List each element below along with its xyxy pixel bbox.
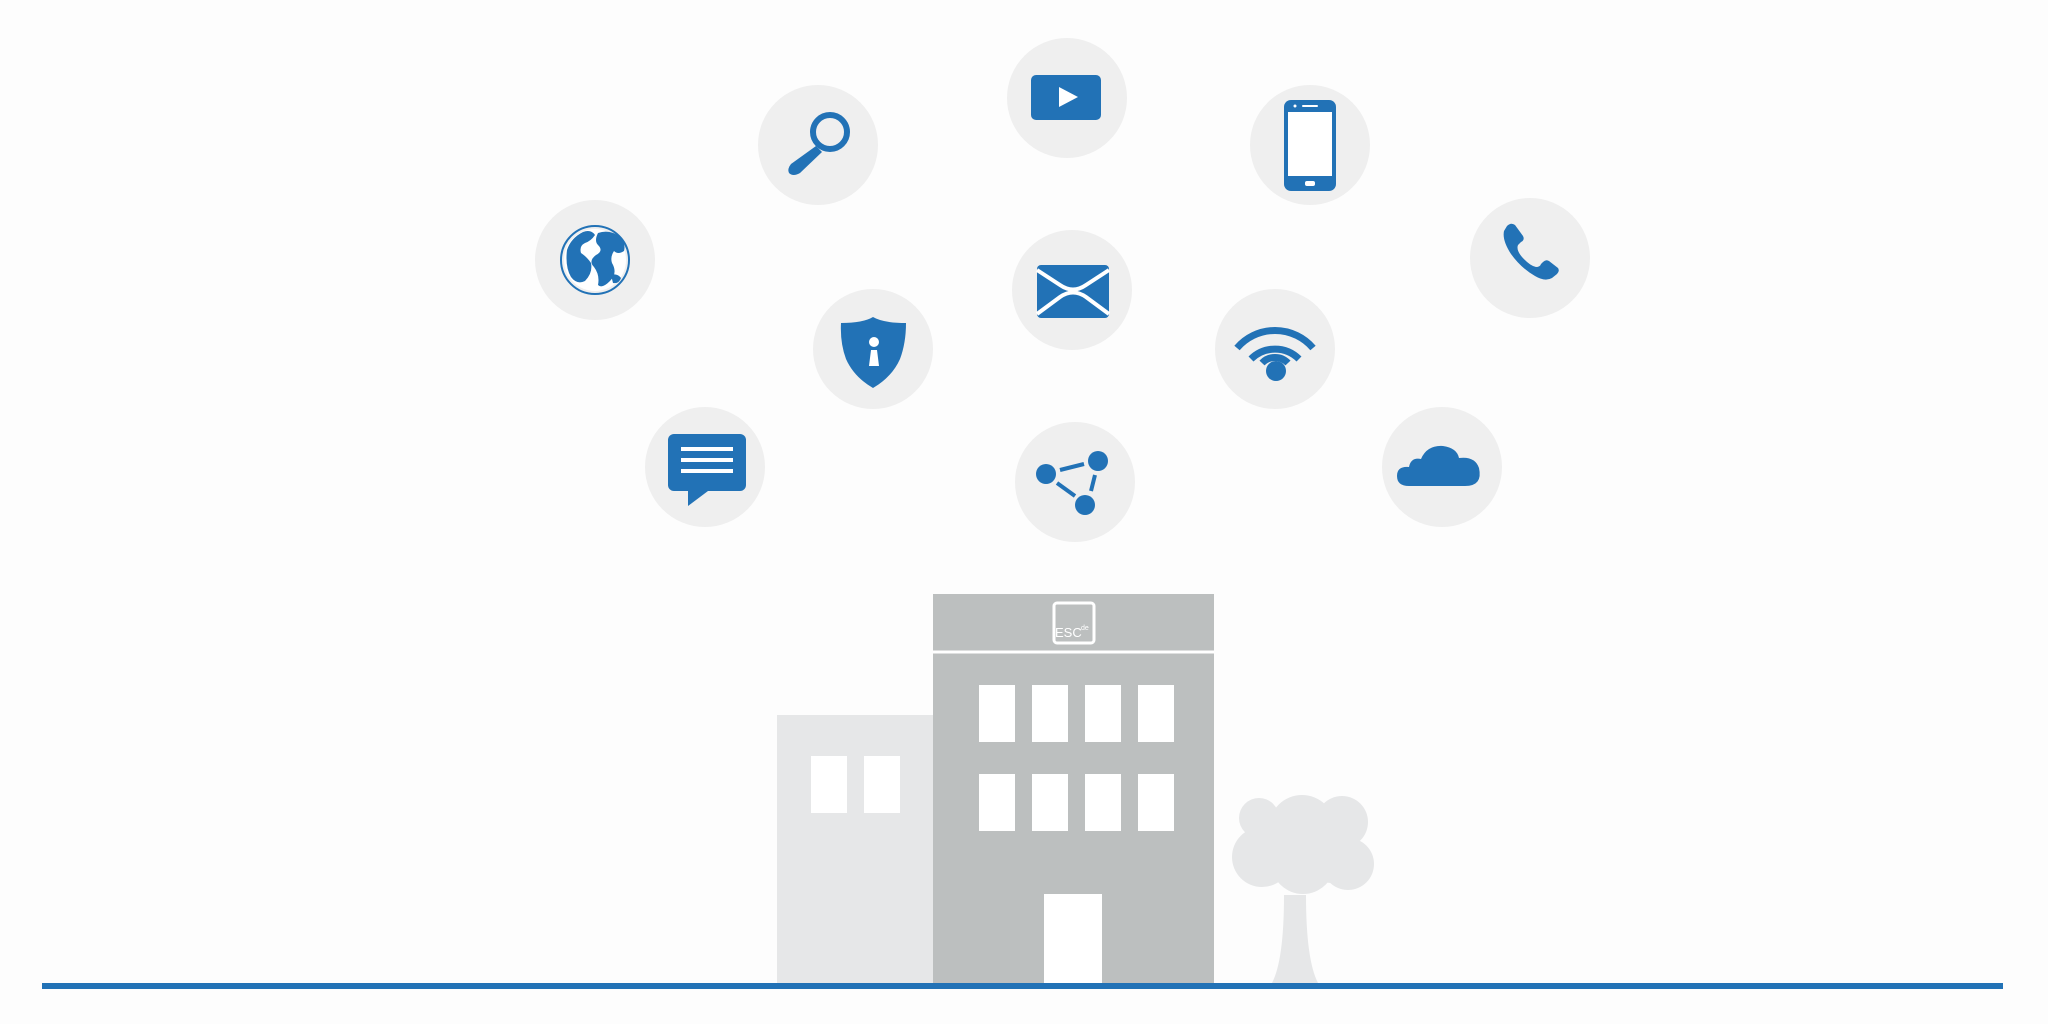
entrance-door — [1044, 894, 1102, 983]
security-bubble — [813, 289, 933, 409]
company-sign-superscript: de — [1081, 625, 1089, 632]
video-bubble — [1007, 38, 1127, 158]
company-sign-label: ESC — [1055, 625, 1082, 640]
phone-icon — [1503, 223, 1559, 280]
window — [1032, 774, 1068, 831]
window — [1085, 685, 1121, 742]
globe-bubble — [535, 200, 655, 320]
company-sign: ESC de — [1052, 601, 1096, 645]
window — [811, 756, 847, 813]
phone-bubble — [1470, 198, 1590, 318]
globe-icon — [560, 225, 630, 295]
smartphone-bubble — [1250, 85, 1370, 205]
chat-message-icon — [668, 434, 746, 506]
chat-bubble — [645, 407, 765, 527]
network-share-icon — [1036, 451, 1108, 515]
wifi-icon — [1234, 327, 1316, 381]
mail-icon — [1035, 265, 1111, 318]
window — [1138, 774, 1174, 831]
tree — [1232, 795, 1374, 983]
cloud-icon — [1397, 445, 1480, 486]
wifi-bubble — [1215, 289, 1335, 409]
cloud-bubble — [1382, 407, 1502, 527]
window — [1085, 774, 1121, 831]
window — [979, 685, 1015, 742]
main-building: ESC de — [933, 594, 1214, 983]
window — [864, 756, 900, 813]
side-building — [777, 715, 934, 983]
network-bubble — [1015, 422, 1135, 542]
window — [1138, 685, 1174, 742]
video-play-icon — [1031, 75, 1101, 120]
security-shield-icon — [840, 317, 906, 388]
window — [979, 774, 1015, 831]
window — [1032, 685, 1068, 742]
smartphone-icon — [1284, 100, 1336, 191]
search-icon — [788, 112, 850, 175]
mail-bubble — [1012, 230, 1132, 350]
search-bubble — [758, 85, 878, 205]
